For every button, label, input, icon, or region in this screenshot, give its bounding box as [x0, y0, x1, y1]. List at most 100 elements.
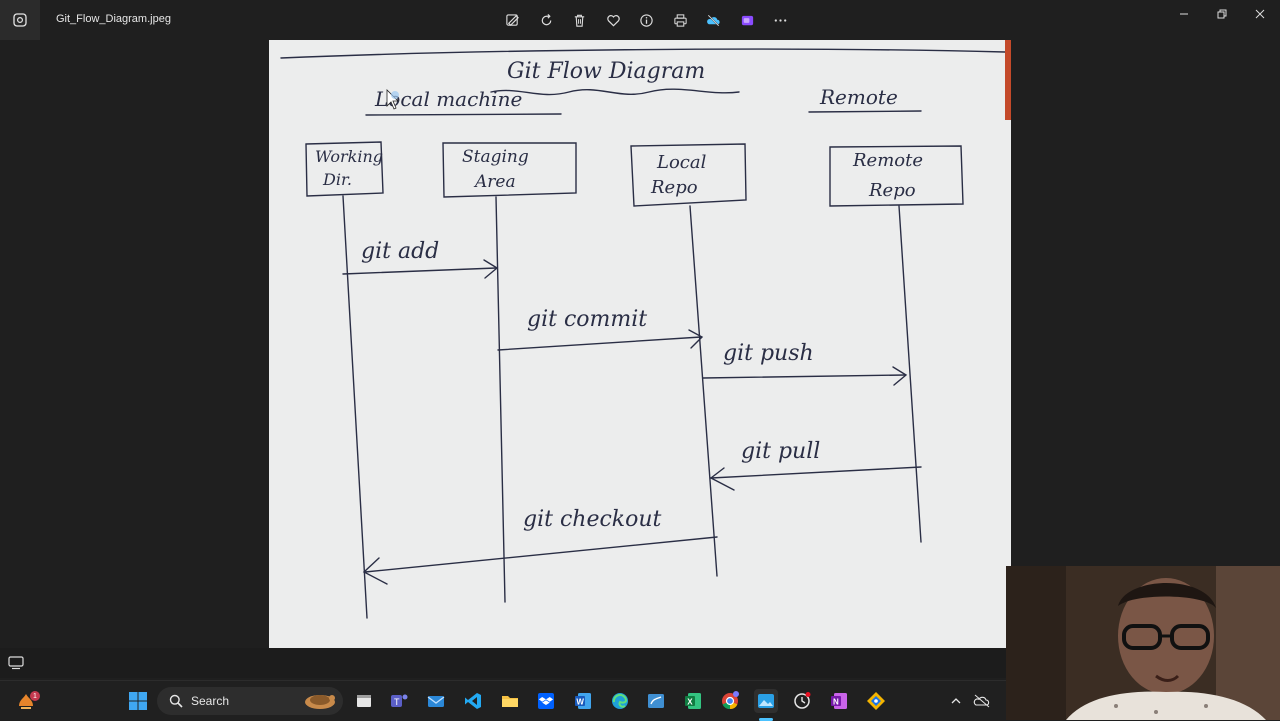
- taskbar-mail[interactable]: [424, 689, 448, 713]
- print-button[interactable]: [664, 10, 698, 30]
- mail-icon: [427, 696, 445, 707]
- taskbar-dev-tool[interactable]: [790, 689, 814, 713]
- git-icon: [867, 692, 885, 710]
- taskbar-search[interactable]: Search: [157, 687, 343, 715]
- section-remote: Remote: [819, 85, 898, 109]
- clipchamp-icon: [741, 15, 753, 25]
- widgets-button[interactable]: 1: [14, 689, 40, 713]
- filmstrip-icon[interactable]: [8, 656, 24, 670]
- section-local-machine: Local machine: [374, 87, 522, 111]
- search-icon: [169, 694, 183, 708]
- onenote-icon: N: [831, 693, 847, 709]
- box-local-repo-line2: Repo: [650, 177, 698, 198]
- taskbar-dropbox[interactable]: [534, 689, 558, 713]
- delete-icon: [575, 14, 585, 27]
- label-git-pull: git pull: [741, 439, 820, 464]
- box-remote-repo: Remote Repo: [829, 145, 964, 207]
- excel-icon: X: [685, 693, 701, 709]
- taskbar-teams[interactable]: T: [387, 689, 411, 713]
- edge-icon: [612, 693, 628, 709]
- tray-onedrive[interactable]: [970, 689, 994, 713]
- edit-image-icon: [506, 13, 520, 26]
- label-git-commit: git commit: [527, 307, 647, 332]
- title-underline: [490, 88, 740, 96]
- arrow-git-add: [342, 267, 497, 275]
- label-git-add: git add: [361, 239, 439, 264]
- taskbar-excel[interactable]: X: [681, 689, 705, 713]
- taskbar-vscode[interactable]: [461, 689, 485, 713]
- arrow-git-push: [702, 374, 906, 379]
- minimize-icon: [1180, 13, 1188, 15]
- box-working-dir-line1: Working: [315, 147, 383, 166]
- explorer-icon: [502, 696, 518, 707]
- print-icon: [674, 13, 687, 27]
- box-working-dir: Working Dir.: [305, 141, 384, 197]
- remote-underline: [808, 110, 922, 113]
- mouse-cursor: [386, 89, 399, 110]
- diagram-title: Git Flow Diagram: [507, 59, 705, 84]
- paper-edge: [1005, 40, 1011, 120]
- arrow-git-pull-head: [709, 467, 735, 491]
- webcam-overlay: [1006, 566, 1280, 720]
- dev-icon: [794, 692, 811, 709]
- box-staging-area-line1: Staging: [462, 147, 529, 167]
- more-icon: [774, 18, 787, 22]
- start-button[interactable]: [126, 689, 150, 713]
- viewer-toolbar: [496, 10, 798, 30]
- restore-icon: [1217, 9, 1227, 19]
- onedrive-button[interactable]: [697, 10, 731, 30]
- arrow-git-commit: [497, 336, 702, 351]
- tray-overflow-button[interactable]: [944, 689, 968, 713]
- photos-taskbar-icon: [758, 694, 774, 708]
- taskbar-chrome[interactable]: [718, 689, 742, 713]
- taskbar-file-explorer[interactable]: [498, 689, 522, 713]
- box-staging-area-line2: Area: [473, 172, 516, 192]
- widgets-icon: [19, 694, 33, 709]
- lifeline-local-repo: [689, 205, 718, 577]
- taskbar-git-tool[interactable]: [864, 689, 888, 713]
- taskbar-file-app[interactable]: [352, 689, 376, 713]
- close-button[interactable]: [1250, 4, 1270, 24]
- info-button[interactable]: [630, 10, 664, 30]
- svg-text:N: N: [833, 697, 839, 706]
- favorite-button[interactable]: [597, 10, 631, 30]
- taskbar-mysql[interactable]: [644, 689, 668, 713]
- more-button[interactable]: [764, 10, 798, 30]
- box-staging-area: Staging Area: [442, 142, 577, 198]
- lifeline-remote-repo: [898, 205, 922, 543]
- minimize-button[interactable]: [1174, 4, 1194, 24]
- rotate-button[interactable]: [530, 10, 564, 30]
- taskbar-photos-active[interactable]: [754, 689, 778, 713]
- file-name: Git_Flow_Diagram.jpeg: [56, 13, 171, 25]
- rotate-icon: [541, 13, 552, 25]
- box-remote-repo-line2: Repo: [868, 180, 916, 201]
- image-viewer[interactable]: Git Flow Diagram Local machine Remote Wo…: [0, 40, 1280, 648]
- photos-app-icon[interactable]: [0, 0, 40, 40]
- lifeline-staging-area: [495, 196, 506, 603]
- cursor-highlight: [391, 91, 399, 99]
- onedrive-icon: [707, 13, 720, 27]
- taskbar-onenote[interactable]: N: [827, 689, 851, 713]
- delete-button[interactable]: [563, 10, 597, 30]
- edit-image-button[interactable]: [496, 10, 530, 30]
- photos-icon: [13, 13, 27, 27]
- box-local-repo-line1: Local: [656, 152, 707, 173]
- diagram-photo: Git Flow Diagram Local machine Remote Wo…: [269, 40, 1011, 648]
- arrow-git-checkout-head: [362, 557, 388, 585]
- search-highlight-icon: [305, 695, 335, 709]
- taskbar-word[interactable]: W: [571, 689, 595, 713]
- start-icon: [129, 692, 147, 710]
- clipchamp-button[interactable]: [731, 10, 765, 30]
- close-icon: [1255, 9, 1265, 19]
- restore-button[interactable]: [1212, 4, 1232, 24]
- taskbar-edge[interactable]: [608, 689, 632, 713]
- file-icon: [357, 695, 371, 707]
- arrow-git-checkout: [364, 536, 718, 573]
- arrow-git-pull: [710, 466, 922, 479]
- svg-text:W: W: [576, 697, 584, 706]
- cloud-icon: [973, 694, 990, 708]
- presenter-video: [1006, 566, 1280, 720]
- mysql-icon: [648, 694, 664, 708]
- svg-text:X: X: [687, 697, 693, 706]
- notification-badge: 1: [30, 691, 40, 701]
